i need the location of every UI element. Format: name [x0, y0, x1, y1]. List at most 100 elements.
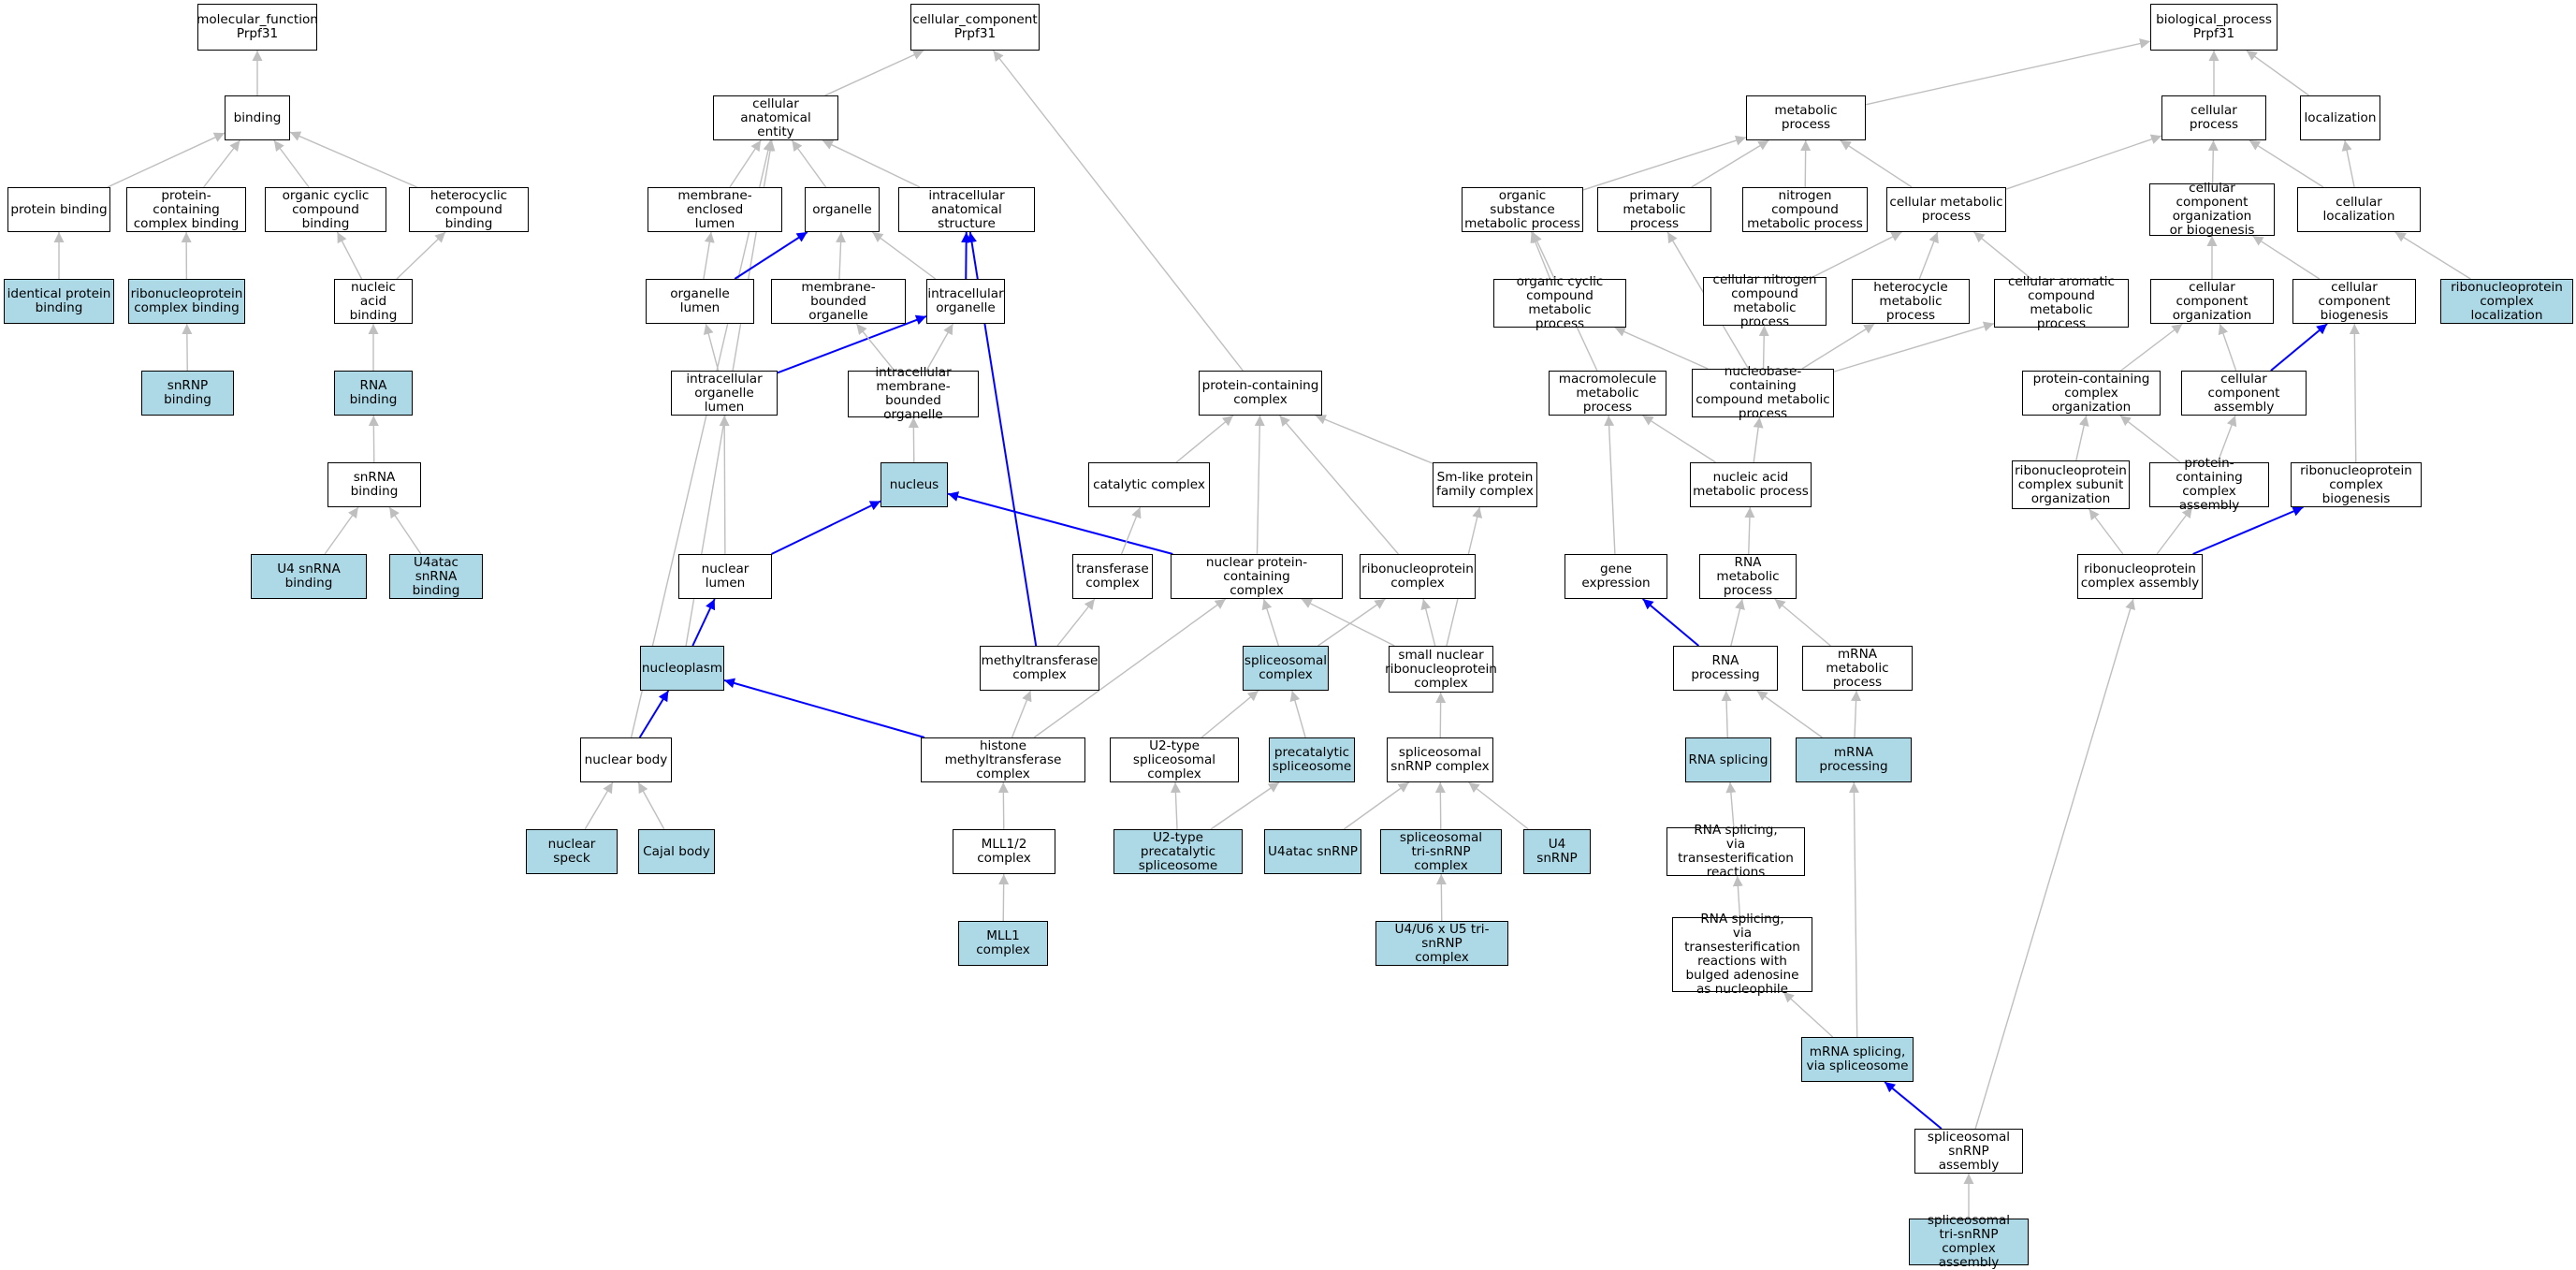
edge-small_nuclear_rnp-to-nuclear_pc_complex: [1301, 598, 1395, 647]
go-term-node-cc-root: cellular_component Prpf31: [910, 4, 1040, 51]
go-term-node-cellular-mp: cellular metabolic process: [1886, 187, 2006, 232]
go-term-node-mf-root: molecular_function Prpf31: [196, 4, 318, 51]
edge-mrna_mp-to-rna_mp: [1774, 598, 1831, 647]
go-term-node-binding: binding: [225, 95, 290, 140]
edge-intra_mb_organelle-to-membrane_bounded_organelle: [855, 323, 895, 372]
go-term-node-nucleobase-mp: nucleobase-containing compound metabolic…: [1692, 365, 1834, 421]
edge-tri_snrnp-to-spliceosomal_snrnp: [1434, 781, 1446, 830]
edge-u4atac_snrna_binding-to-snrna_binding: [388, 506, 422, 555]
edge-organelle-to-cell_anat_entity: [791, 139, 827, 188]
edge-pc_complex-to-cc_root: [992, 50, 1244, 372]
go-term-node-cellular-process: cellular process: [2161, 95, 2266, 140]
go-term-node-primary-mp: primary metabolic process: [1597, 187, 1711, 232]
go-term-node-organelle: organelle: [805, 187, 880, 232]
go-term-node-transferase-complex: transferase complex: [1072, 554, 1153, 599]
edge-cc_assembly-to-cc_biogenesis: [2270, 323, 2328, 372]
edge-pc_complex_org-to-cc_organization: [2120, 323, 2183, 372]
edge-u4_snrna_binding-to-snrna_binding: [324, 506, 359, 555]
edge-u4_snrnp-to-spliceosomal_snrnp: [1468, 781, 1529, 830]
edge-u2_precatalytic-to-u2_spliceosomal: [1170, 781, 1181, 830]
edge-nucleoplasm-to-nuclear_lumen: [691, 598, 716, 647]
edge-mrna_splicing-to-mrna_processing: [1848, 781, 1859, 1038]
go-term-node-cc-organization: cellular component organization: [2150, 279, 2274, 324]
go-term-node-nuclear-pc-complex: nuclear protein-containing complex: [1171, 554, 1343, 599]
edge-rnp_assembly-to-pc_complex_assembly: [2156, 506, 2193, 555]
edge-nuclear_body-to-nucleoplasm: [638, 690, 670, 738]
go-term-node-sm-like: Sm-like protein family complex: [1433, 462, 1537, 507]
edge-intracellular_anat-to-cell_anat_entity: [822, 139, 921, 188]
go-term-node-rnp-subunit-org: ribonucleoprotein complex subunit organi…: [2012, 460, 2130, 509]
edge-gene_expression-to-macromolecule_mp: [1604, 415, 1616, 555]
go-term-node-organelle-lumen: organelle lumen: [646, 279, 754, 324]
edge-intracellular_organelle-to-organelle: [871, 231, 937, 280]
edge-mll1_complex-to-mll12_complex: [998, 873, 1010, 922]
edge-nucleic_acid_mp-to-macromolecule_mp: [1642, 415, 1716, 463]
go-term-node-precatalytic-spliceosome: precatalytic spliceosome: [1269, 737, 1355, 782]
go-term-node-mll12-complex: MLL1/2 complex: [953, 829, 1055, 874]
go-term-node-u4u6u5-tri: U4/U6 x U5 tri-snRNP complex: [1375, 921, 1508, 966]
edge-mrna_processing-to-rna_processing: [1756, 690, 1823, 738]
edge-u2_spliceosomal-to-spliceosomal_complex: [1201, 690, 1259, 738]
edge-snrnp_binding-to-rnp_complex_binding: [182, 323, 193, 372]
edge-rna_splicing-to-rna_processing: [1721, 690, 1732, 738]
go-term-node-nucleic-acid-binding: nucleic acid binding: [334, 279, 413, 324]
edge-rnp_complex-to-pc_complex: [1279, 415, 1399, 555]
edge-pc_complex_binding-to-binding: [203, 139, 240, 188]
go-term-node-mrna-mp: mRNA metabolic process: [1802, 646, 1913, 691]
edge-nucleobase_mp-to-heterocycle_mp: [1801, 323, 1875, 370]
go-term-node-small-nuclear-rnp: small nuclear ribonucleoprotein complex: [1385, 646, 1497, 693]
go-term-node-macromolecule-mp: macromolecule metabolic process: [1549, 371, 1666, 416]
edge-cellular_localization-to-cellular_process: [2249, 139, 2324, 188]
go-term-node-rna-binding: RNA binding: [334, 371, 413, 416]
go-term-node-cc-org-biogenesis: cellular component organization or bioge…: [2149, 182, 2275, 238]
go-term-node-spliceosomal-complex: spliceosomal complex: [1243, 646, 1329, 691]
edge-rna_splicing_trans-to-rna_splicing: [1725, 781, 1737, 828]
go-term-node-nuclear-speck: nuclear speck: [526, 829, 618, 874]
go-term-node-rna-splicing-bulged: RNA splicing, via transesterification re…: [1672, 912, 1812, 997]
go-term-node-catalytic-complex: catalytic complex: [1088, 462, 1210, 507]
go-term-node-cellular-localization: cellular localization: [2297, 187, 2421, 232]
edge-cellular_aromatic_mp-to-cellular_mp: [1973, 231, 2032, 280]
edge-nuclear_lumen-to-nucleus: [771, 500, 881, 555]
edge-membrane_enclosed_lumen-to-cell_anat_entity: [729, 139, 762, 188]
edge-histone_mt_complex-to-methyltransferase_complex: [1011, 690, 1032, 738]
edge-cc_org_biogenesis-to-cellular_process: [2207, 139, 2219, 184]
edge-u4atac_snrnp-to-spliceosomal_snrnp: [1343, 781, 1410, 830]
go-term-node-u4-snrnp: U4 snRNP: [1523, 829, 1591, 874]
edge-nuclear_body-to-cell_anat_entity: [630, 139, 774, 738]
go-term-node-organic-subst-mp: organic substance metabolic process: [1462, 187, 1583, 232]
go-term-node-u2-precatalytic: U2-type precatalytic spliceosome: [1113, 829, 1243, 874]
go-term-node-u4atac-snrnp: U4atac snRNP: [1264, 829, 1361, 874]
edge-rna_splicing_bulged-to-rna_splicing_trans: [1732, 875, 1743, 918]
go-term-node-snrnp-assembly: spliceosomal snRNP assembly: [1914, 1129, 2023, 1174]
go-term-node-heterocyclic-binding: heterocyclic compound binding: [409, 187, 529, 232]
edge-nuclear_pc_complex-to-pc_complex: [1254, 415, 1265, 555]
go-term-node-nucleic-acid-mp: nucleic acid metabolic process: [1690, 462, 1812, 507]
go-term-node-membrane-bounded-organelle: membrane-bounded organelle: [771, 279, 906, 324]
go-term-node-spliceosomal-snrnp: spliceosomal snRNP complex: [1387, 737, 1493, 782]
edge-organelle_lumen-to-membrane_enclosed_lumen: [703, 231, 715, 280]
go-term-node-rnp-biogenesis: ribonucleoprotein complex biogenesis: [2291, 462, 2422, 507]
go-term-node-metabolic-process: metabolic process: [1746, 95, 1866, 140]
go-term-node-gene-expression: gene expression: [1565, 554, 1667, 599]
go-term-node-rnp-complex-localization: ribonucleoprotein complex localization: [2440, 279, 2573, 324]
go-term-node-organic-cyclic-binding: organic cyclic compound binding: [265, 187, 386, 232]
go-term-node-intracellular-organelle: intracellular organelle: [926, 279, 1005, 324]
edge-organic_cyclic_binding-to-binding: [273, 139, 310, 188]
edge-precatalytic_spliceosome-to-spliceosomal_complex: [1289, 690, 1306, 738]
edge-spliceosomal_complex-to-nuclear_pc_complex: [1261, 598, 1280, 647]
edge-protein_binding-to-binding: [107, 132, 226, 188]
edge-rnp_biogenesis-to-cc_biogenesis: [2349, 323, 2360, 463]
edge-snrnp_assembly-to-rnp_assembly: [1974, 598, 2135, 1130]
edge-intra_organelle_lumen-to-organelle_lumen: [703, 323, 720, 372]
go-term-node-organic-cyclic-mp: organic cyclic compound metabolic proces…: [1493, 275, 1626, 331]
edge-snrna_binding-to-rna_binding: [368, 415, 379, 463]
go-term-node-rna-splicing-trans: RNA splicing, via transesterification re…: [1666, 824, 1805, 880]
edge-rnp_subunit_org-to-pc_complex_org: [2075, 415, 2089, 461]
edge-organelle_lumen-to-organelle: [734, 231, 808, 280]
go-term-node-intracellular-anat: intracellular anatomical structure: [898, 187, 1035, 232]
edge-rna_mp-to-nucleic_acid_mp: [1744, 506, 1755, 555]
go-term-node-cellular-aromatic-mp: cellular aromatic compound metabolic pro…: [1994, 275, 2129, 331]
go-term-node-intra-organelle-lumen: intracellular organelle lumen: [671, 371, 778, 416]
